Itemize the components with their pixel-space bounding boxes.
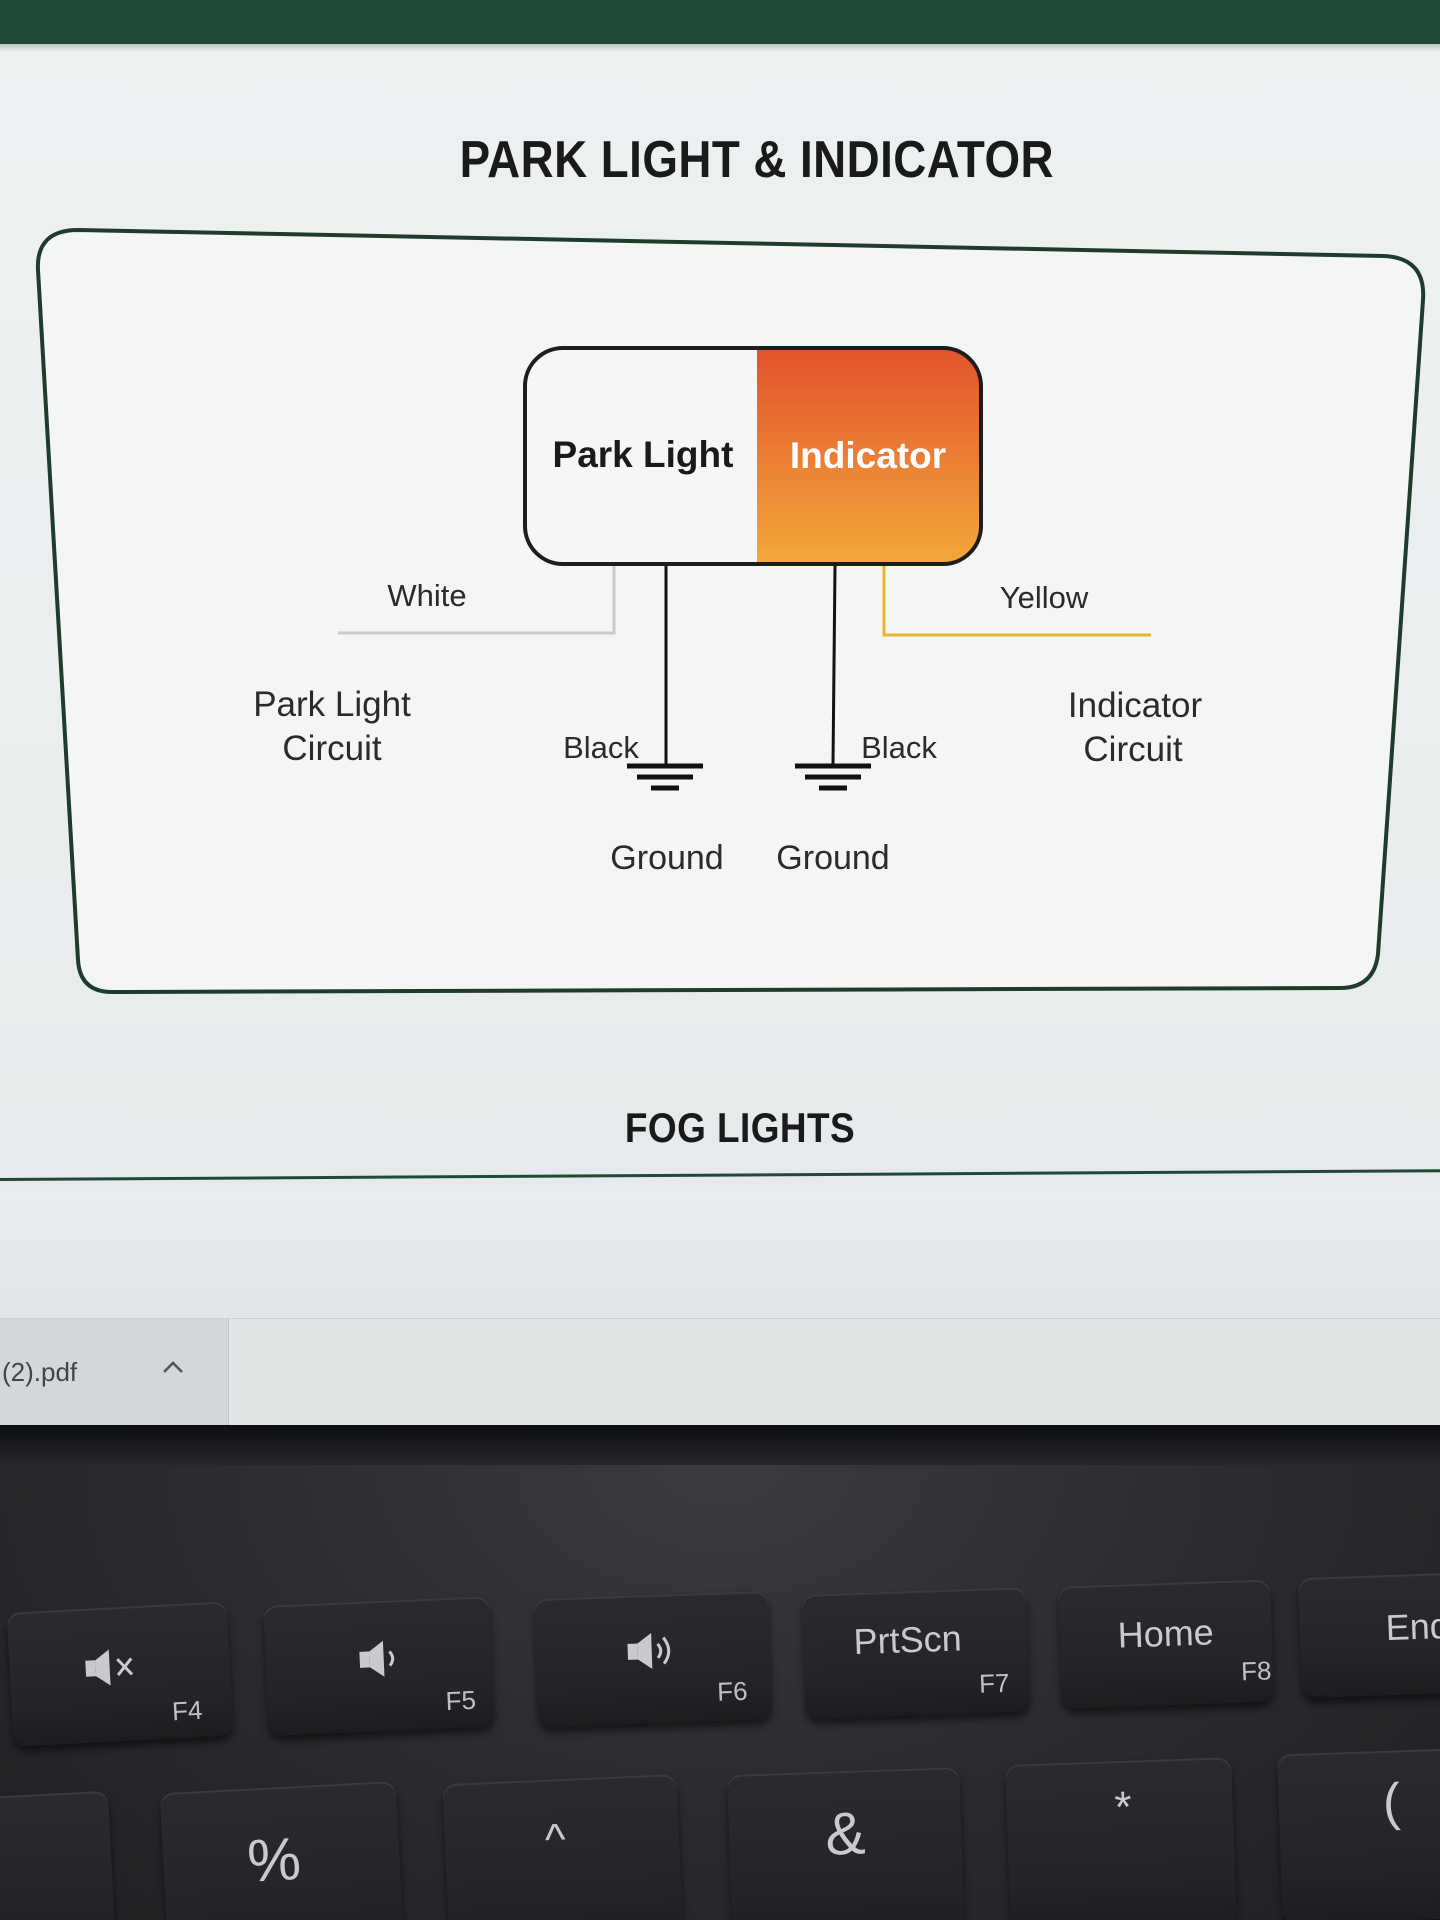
park-light-label: Park Light xyxy=(553,434,734,475)
ground-icon xyxy=(627,763,703,791)
key-fn-label: F5 xyxy=(444,1684,477,1717)
black-wire-left-label: Black xyxy=(563,730,639,765)
key-symbol: & xyxy=(824,1799,867,1868)
download-item[interactable]: (2).pdf xyxy=(0,1319,229,1425)
key-f5-volume-down[interactable]: F5 xyxy=(263,1596,495,1736)
lamp-block: Park Light Indicator xyxy=(523,346,983,566)
indicator-circuit-label-line1: Indicator xyxy=(1068,686,1203,725)
ground-right-label: Ground xyxy=(776,839,889,877)
key-label: Home xyxy=(1116,1611,1215,1656)
download-bar: (2).pdf xyxy=(0,1318,1440,1425)
key-6-caret[interactable]: ^ xyxy=(442,1773,684,1920)
key-symbol: % xyxy=(245,1825,303,1895)
key-f7-prtscn[interactable]: PrtScn F7 xyxy=(801,1587,1031,1719)
key-f8-home[interactable]: Home F8 xyxy=(1057,1579,1275,1709)
key-7-ampersand[interactable]: & xyxy=(727,1767,965,1920)
volume-down-icon xyxy=(359,1640,395,1677)
download-filename: (2).pdf xyxy=(2,1357,78,1387)
mute-icon xyxy=(85,1649,134,1686)
laptop-bezel xyxy=(0,1425,1440,1465)
indicator-label: Indicator xyxy=(790,435,946,476)
wiring-diagram: Park Light Indicator White Yellow Black … xyxy=(35,227,1426,995)
key-symbol: ^ xyxy=(543,1814,567,1865)
volume-up-icon xyxy=(627,1633,671,1670)
key-fn-label: F4 xyxy=(171,1694,204,1727)
key-fn-label: F7 xyxy=(978,1667,1010,1699)
key-9-paren[interactable]: ( xyxy=(1277,1747,1440,1920)
key-fn-label: F6 xyxy=(716,1675,749,1707)
document-header-band xyxy=(0,0,1440,44)
black-wire-right xyxy=(831,565,837,765)
key-f6-volume-up[interactable]: F6 xyxy=(533,1590,773,1728)
key-symbol: ( xyxy=(1381,1773,1402,1832)
yellow-wire-label: Yellow xyxy=(1000,580,1089,615)
key-8-asterisk[interactable]: * xyxy=(1005,1757,1237,1920)
key-esc-partial[interactable] xyxy=(0,1790,117,1920)
chevron-up-icon[interactable] xyxy=(160,1355,186,1381)
section-title: PARK LIGHT & INDICATOR xyxy=(459,131,1054,189)
indicator-circuit-label-line2: Circuit xyxy=(1083,730,1182,769)
laptop-screen: PARK LIGHT & INDICATOR xyxy=(0,0,1440,1425)
white-wire-label: White xyxy=(387,578,466,613)
key-fn-label: F8 xyxy=(1240,1655,1272,1687)
indicator-half xyxy=(757,348,981,564)
ground-left-label: Ground xyxy=(610,839,723,877)
key-label: End xyxy=(1385,1604,1440,1649)
page-divider xyxy=(0,1169,1440,1181)
key-f4-mute[interactable]: F4 xyxy=(6,1601,234,1747)
pdf-page: PARK LIGHT & INDICATOR xyxy=(0,44,1440,1184)
key-label: PrtScn xyxy=(852,1617,963,1663)
header-shadow xyxy=(0,44,1440,52)
next-section-title: FOG LIGHTS xyxy=(624,1104,856,1151)
white-wire xyxy=(338,566,616,635)
key-end[interactable]: End xyxy=(1297,1571,1440,1699)
ground-icon xyxy=(795,763,871,791)
park-light-half xyxy=(525,348,757,564)
lamp-outline xyxy=(523,346,983,566)
next-page-area xyxy=(0,1190,1440,1320)
key-symbol: * xyxy=(1113,1782,1133,1833)
park-circuit-label-line2: Circuit xyxy=(282,729,381,768)
key-5-percent[interactable]: % xyxy=(159,1780,405,1920)
park-circuit-label-line1: Park Light xyxy=(253,685,411,724)
yellow-wire xyxy=(882,566,1151,637)
diagram-frame xyxy=(35,227,1426,995)
keyboard: F4 F5 F6 PrtScn F7 Home F8 xyxy=(0,1465,1440,1920)
black-wire-right-label: Black xyxy=(861,730,937,765)
